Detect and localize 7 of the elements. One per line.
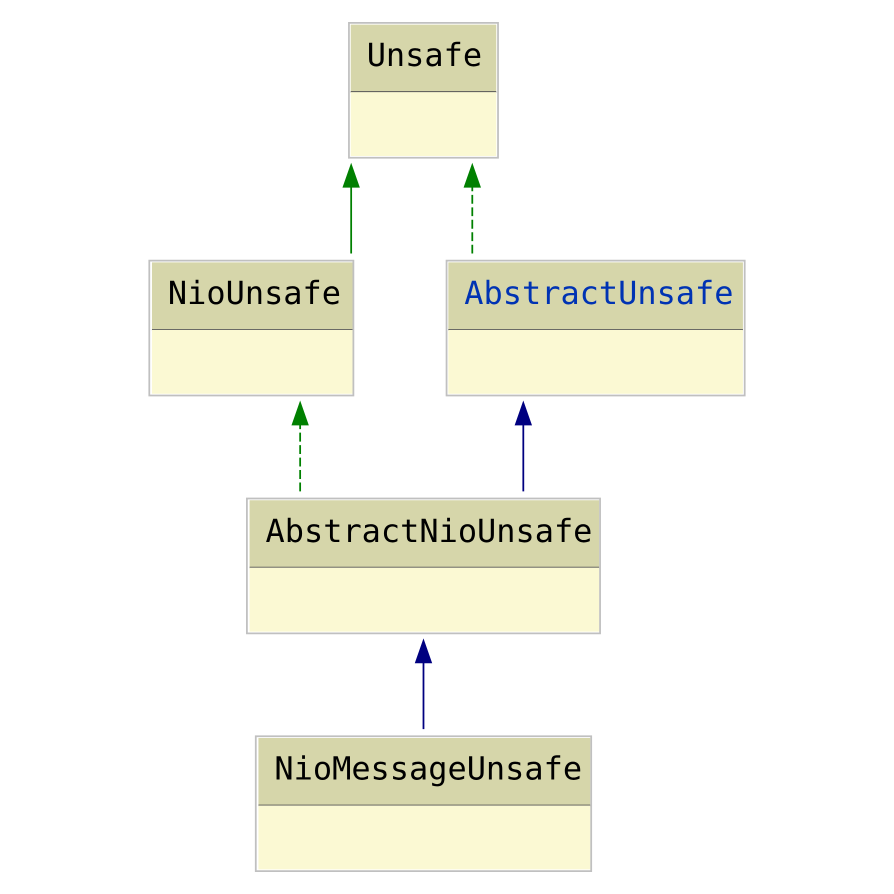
arrow — [514, 400, 532, 492]
node-box: Unsafe — [348, 22, 499, 159]
arrow — [464, 162, 481, 254]
arrow — [291, 400, 309, 492]
node-box: AbstractUnsafe — [446, 260, 746, 396]
arrow — [414, 638, 432, 730]
arrow — [342, 162, 360, 254]
